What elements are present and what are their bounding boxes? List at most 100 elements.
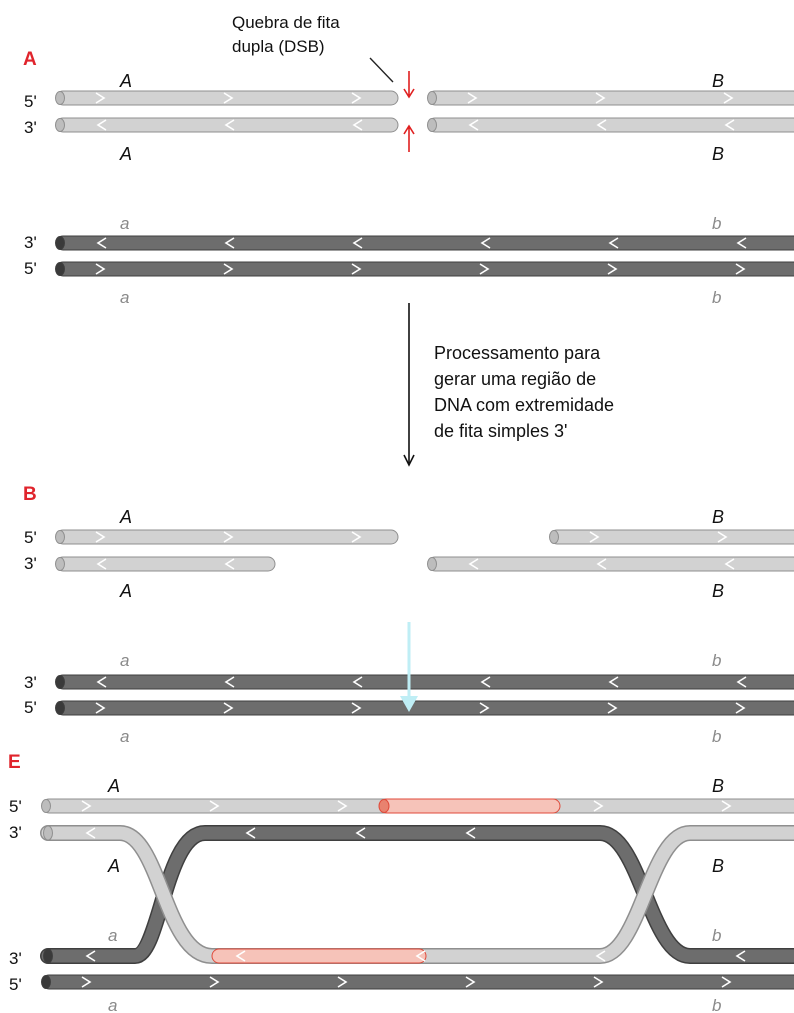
strand-E-5prime-bottom [41,974,794,990]
strand-body [427,556,794,572]
strand-chevron [468,558,479,570]
end-label-3prime-b: 3' [24,554,37,573]
strand-body [55,556,276,572]
allele-label-B-b-top: B [712,507,724,527]
strand-chevron [81,800,92,812]
panel-b-duplexes [55,529,794,716]
strand-end-cap [427,91,437,105]
panel-a-duplexes [55,90,794,277]
strand-end-cap [549,530,559,544]
strand-E-light-cap [43,825,53,841]
strand-chevron [608,237,619,249]
strand-chevron [96,676,107,688]
strand-chevron [607,263,618,275]
allele-label-A-top: A [119,71,132,91]
tube-fill [41,826,794,963]
end-label-3prime-b-homolog: 3' [24,673,37,692]
strand-a-3prime [55,235,794,251]
strand-chevron [95,92,106,104]
strand-chevron [595,92,606,104]
strand-chevron [95,263,106,275]
allele-label-b-bottom: b [712,288,721,307]
break-arrow-bottom [403,124,415,152]
strand-E-light-crossing [40,825,794,964]
strand-chevron [223,702,234,714]
strand-E-dark-chevron [355,827,366,839]
strand-chevron [721,800,732,812]
strand-chevron [96,558,107,570]
new-synthesis-bottom [211,948,427,964]
strand-chevron [608,676,619,688]
strand-chevron [596,558,607,570]
strand-chevron [224,237,235,249]
strand-E-dark-chevron [465,827,476,839]
strand-body [55,90,399,106]
strand-E-dark-chevron [245,827,256,839]
step-note-line-4: de fita simples 3' [434,421,568,441]
strand-E-dark-chevron [735,950,746,962]
strand-A-5prime-left [55,90,399,106]
step-note-line-1: Processamento para [434,343,601,363]
strand-end-cap [427,557,437,571]
end-label-5prime-e-homolog: 5' [9,975,22,994]
strand-chevron [724,558,735,570]
strand-chevron [351,263,362,275]
new-synthesis-top [379,798,561,814]
strand-body [427,117,794,133]
step-note-line-2: gerar uma região de [434,369,596,389]
strand-B-5prime-right [549,529,794,545]
strand-chevron [480,676,491,688]
allele-label-a-b-top: a [120,651,129,670]
strand-end-cap [55,118,65,132]
callout-leader-line [369,57,394,83]
strand-chevron [736,676,747,688]
strand-chevron [351,531,362,543]
strand-end-cap [55,557,65,571]
allele-label-b-top: b [712,214,721,233]
allele-label-A-e-top: A [107,776,120,796]
strand-end-cap [41,975,51,989]
strand-chevron [352,676,363,688]
allele-label-A-b-top: A [119,507,132,527]
allele-label-a-bottom: a [120,288,129,307]
strand-chevron [351,702,362,714]
end-label-3prime: 3' [24,118,37,137]
end-label-5prime-b-homolog: 5' [24,698,37,717]
strand-end-cap [55,236,65,250]
end-label-3prime-e: 3' [9,823,22,842]
strand-E-dark-crossing [40,825,794,964]
strand-chevron [95,531,106,543]
tube-fill [41,826,794,963]
strand-chevron [723,92,734,104]
strand-chevron [224,676,235,688]
strand-chevron [224,119,235,131]
strand-body [55,261,794,277]
allele-label-B-b-bottom: B [712,581,724,601]
allele-label-a-e-bottom: a [108,996,117,1013]
panel-letter-a: A [23,49,37,70]
callout-dsb: Quebra de fita dupla (DSB) [232,13,394,83]
strand-b-3prime [55,674,794,690]
strand-chevron [352,237,363,249]
strand-chevron [596,119,607,131]
panel-e-joint-molecule [40,798,794,990]
end-label-5prime-homolog: 5' [24,259,37,278]
strand-chevron [717,531,728,543]
allele-label-A-e-mid: A [107,856,120,876]
strand-chevron [589,531,600,543]
end-label-5prime-e: 5' [9,797,22,816]
strand-E-light-chevron [595,950,606,962]
strand-chevron [479,702,490,714]
strand-chevron [223,531,234,543]
strand-B-5prime-left [55,529,399,545]
strand-chevron [209,800,220,812]
strand-chevron [593,976,604,988]
allele-label-a-e-mid: a [108,926,117,945]
allele-label-b-b-top: b [712,651,721,670]
allele-label-B-top: B [712,71,724,91]
strand-chevron [468,119,479,131]
allele-label-B-e-mid: B [712,856,724,876]
step-note: Processamento para gerar uma região de D… [434,343,614,441]
strand-chevron [480,237,491,249]
strand-body [55,529,399,545]
